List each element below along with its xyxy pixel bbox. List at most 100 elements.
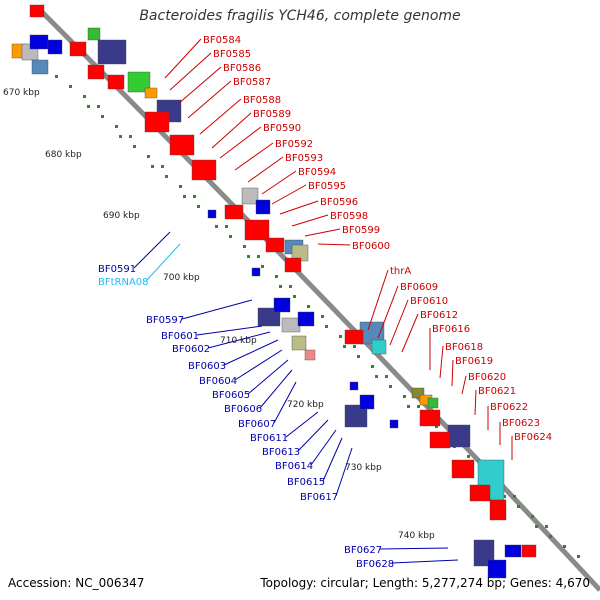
gene-label-right[interactable]: BF0621: [478, 386, 516, 397]
gene-label-right[interactable]: BF0600: [352, 241, 390, 252]
gene-label-right[interactable]: BF0594: [298, 167, 336, 178]
gene-block: [47, 39, 63, 55]
gene-block: [411, 387, 425, 399]
gene-label-left[interactable]: BF0591: [98, 264, 136, 275]
gene-block: [359, 394, 375, 410]
label-leader: [439, 345, 444, 379]
gene-label-right[interactable]: BF0589: [253, 109, 291, 120]
tick-dot: [417, 405, 420, 408]
gene-label-left[interactable]: BFtRNA08: [98, 277, 149, 288]
gene-label-left[interactable]: BF0627: [344, 545, 382, 556]
tick-dot: [151, 165, 154, 168]
gene-block: [489, 499, 507, 521]
tick-dot: [513, 495, 516, 498]
label-leader: [247, 359, 289, 395]
gene-block: [349, 381, 359, 391]
gene-block: [504, 544, 522, 558]
tick-dot: [503, 495, 506, 498]
tick-dot: [279, 285, 282, 288]
gene-label-right[interactable]: BF0619: [455, 356, 493, 367]
gene-label-right[interactable]: BF0598: [330, 211, 368, 222]
tick-dot: [375, 375, 378, 378]
gene-label-right[interactable]: BF0616: [432, 324, 470, 335]
tick-dot: [289, 285, 292, 288]
gene-label-right[interactable]: BF0620: [468, 372, 506, 383]
label-leader: [145, 243, 181, 282]
tick-dot: [119, 135, 122, 138]
label-leader: [335, 447, 353, 497]
gene-label-left[interactable]: BF0605: [212, 390, 250, 401]
tick-dot: [229, 235, 232, 238]
gene-label-right[interactable]: BF0622: [490, 402, 528, 413]
label-leader: [196, 325, 263, 336]
label-leader: [389, 299, 409, 346]
gene-label-left[interactable]: BF0617: [300, 492, 338, 503]
gene-label-right[interactable]: BF0590: [263, 123, 301, 134]
gene-label-right[interactable]: BF0585: [213, 49, 251, 60]
gene-label-left[interactable]: BF0613: [262, 447, 300, 458]
tick-dot: [129, 135, 132, 138]
gene-label-left[interactable]: BF0611: [250, 433, 288, 444]
label-leader: [177, 66, 222, 105]
gene-label-left[interactable]: BF0628: [356, 559, 394, 570]
gene-label-right[interactable]: BF0609: [400, 282, 438, 293]
gene-label-left[interactable]: BF0615: [287, 477, 325, 488]
gene-label-right[interactable]: BF0584: [203, 35, 241, 46]
gene-label-left[interactable]: BF0607: [238, 419, 276, 430]
label-leader: [391, 559, 459, 564]
gene-block: [281, 317, 301, 333]
gene-label-left[interactable]: BF0601: [161, 331, 199, 342]
gene-label-right[interactable]: BF0612: [420, 310, 458, 321]
gene-block: [469, 484, 491, 502]
label-leader: [261, 170, 297, 195]
gene-block: [144, 87, 158, 99]
gene-label-left[interactable]: BF0604: [199, 376, 237, 387]
gene-label-right[interactable]: BF0595: [308, 181, 346, 192]
label-leader: [322, 437, 343, 482]
gene-label-right[interactable]: BF0624: [514, 432, 552, 443]
tick-dot: [165, 175, 168, 178]
gene-label-left[interactable]: BF0606: [224, 404, 262, 415]
tick-dot: [357, 355, 360, 358]
gene-block: [419, 409, 441, 427]
gene-label-right[interactable]: BF0610: [410, 296, 448, 307]
genome-backbone: [38, 8, 600, 592]
tick-label: 730 kbp: [345, 463, 382, 473]
gene-label-right[interactable]: BF0618: [445, 342, 483, 353]
gene-block: [97, 39, 127, 65]
gene-block: [69, 41, 87, 57]
gene-block: [127, 71, 151, 93]
label-leader: [271, 184, 307, 205]
tick-dot: [293, 295, 296, 298]
label-leader: [181, 299, 253, 320]
gene-label-left[interactable]: BF0597: [146, 315, 184, 326]
tick-dot: [577, 555, 580, 558]
gene-label-left[interactable]: BF0614: [275, 461, 313, 472]
label-leader: [211, 112, 252, 149]
label-leader: [234, 142, 274, 171]
label-leader: [304, 228, 341, 237]
tick-dot: [343, 345, 346, 348]
label-leader: [247, 156, 284, 183]
label-leader: [187, 80, 232, 119]
gene-label-right[interactable]: BF0587: [233, 77, 271, 88]
label-leader: [401, 313, 419, 353]
label-leader: [219, 126, 262, 159]
tick-dot: [339, 335, 342, 338]
gene-label-right[interactable]: BF0593: [285, 153, 323, 164]
gene-label-left[interactable]: BF0603: [188, 361, 226, 372]
gene-label-left[interactable]: BF0602: [172, 344, 210, 355]
gene-label-right[interactable]: BF0596: [320, 197, 358, 208]
gene-label-right[interactable]: BF0592: [275, 139, 313, 150]
label-leader: [451, 359, 454, 387]
gene-label-right[interactable]: BF0586: [223, 63, 261, 74]
tick-dot: [545, 525, 548, 528]
gene-label-right[interactable]: BF0599: [342, 225, 380, 236]
gene-label-right[interactable]: BF0623: [502, 418, 540, 429]
gene-label-right[interactable]: BF0588: [243, 95, 281, 106]
gene-block: [207, 209, 217, 219]
tick-dot: [353, 345, 356, 348]
tick-label: 720 kbp: [287, 400, 324, 410]
gene-label-right[interactable]: thrA: [390, 266, 411, 277]
